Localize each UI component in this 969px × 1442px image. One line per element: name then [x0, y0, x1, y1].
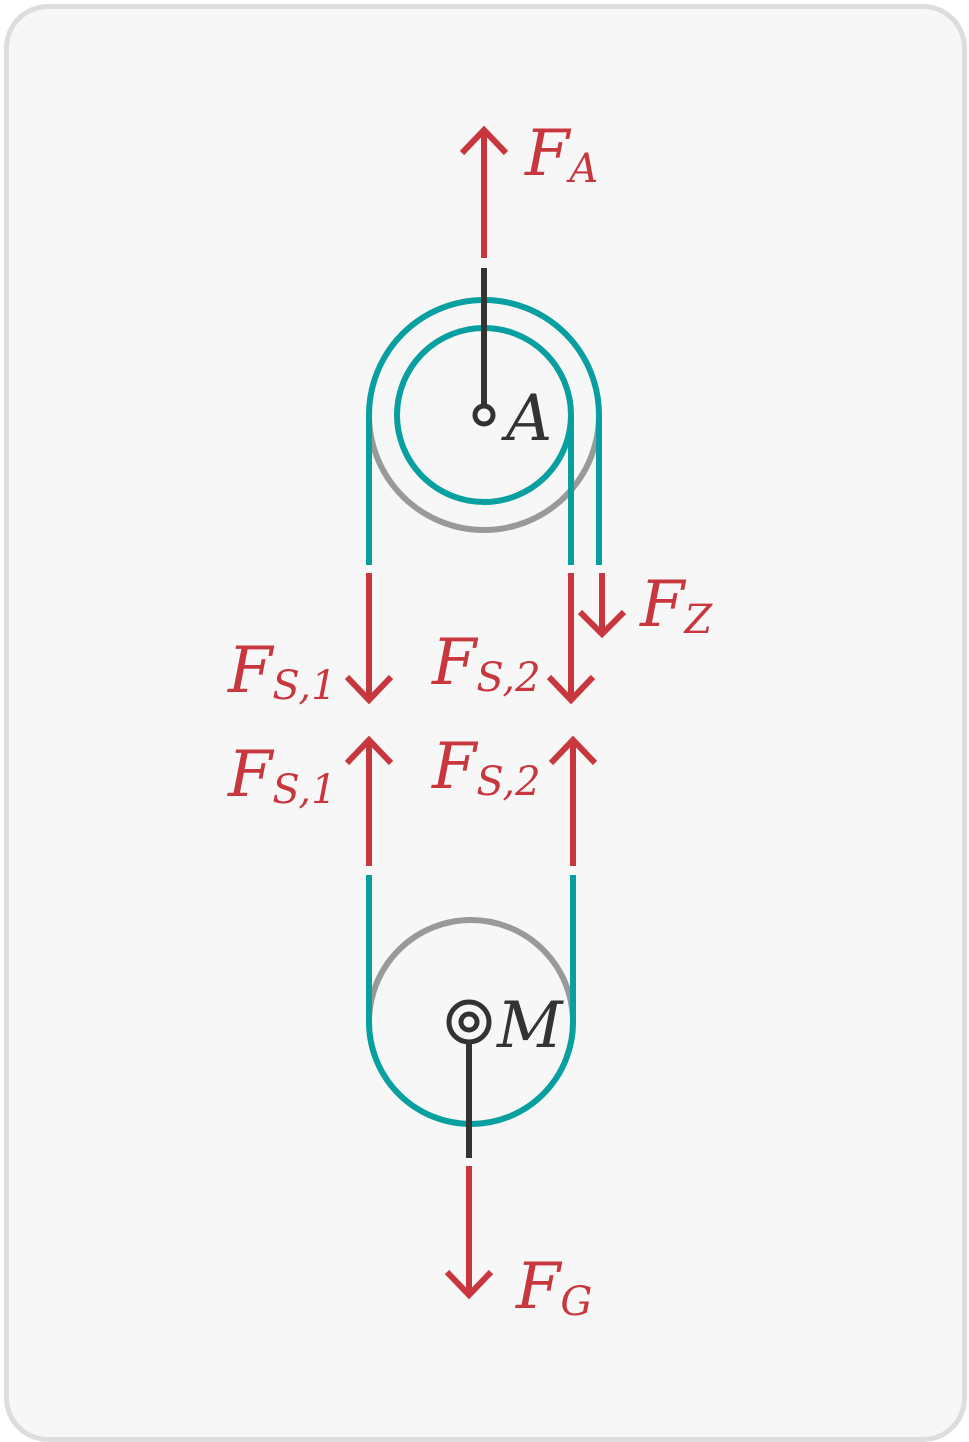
label-F_S2-top: FS,2: [431, 626, 541, 701]
arrow-F_S1-top: [344, 573, 394, 705]
arrow-F_G: [444, 1166, 494, 1300]
label-F_S1-top: FS,1: [227, 634, 337, 709]
center-of-mass-M-inner-icon: [458, 1011, 480, 1033]
label-F_S1-bottom: FS,1: [227, 738, 337, 813]
label-F_Z: FZ: [639, 568, 713, 643]
axle-A-icon: [472, 403, 496, 427]
arrow-F_A: [459, 125, 509, 258]
arrow-F_Z: [577, 573, 627, 639]
upper-pulley-outer-lower-arc: [366, 414, 602, 533]
label-F_S2-bottom: FS,2: [431, 730, 541, 805]
arrow-F_S2-bottom: [548, 735, 598, 866]
arrow-F_S1-bottom: [344, 735, 394, 866]
label-point-M: M: [496, 989, 564, 1063]
label-F_A: FA: [524, 117, 598, 192]
label-point-A: A: [501, 382, 552, 456]
lower-pulley-upper-arc: [366, 917, 576, 1023]
label-F_G: FG: [515, 1250, 592, 1325]
arrow-F_S2-top: [546, 573, 596, 705]
